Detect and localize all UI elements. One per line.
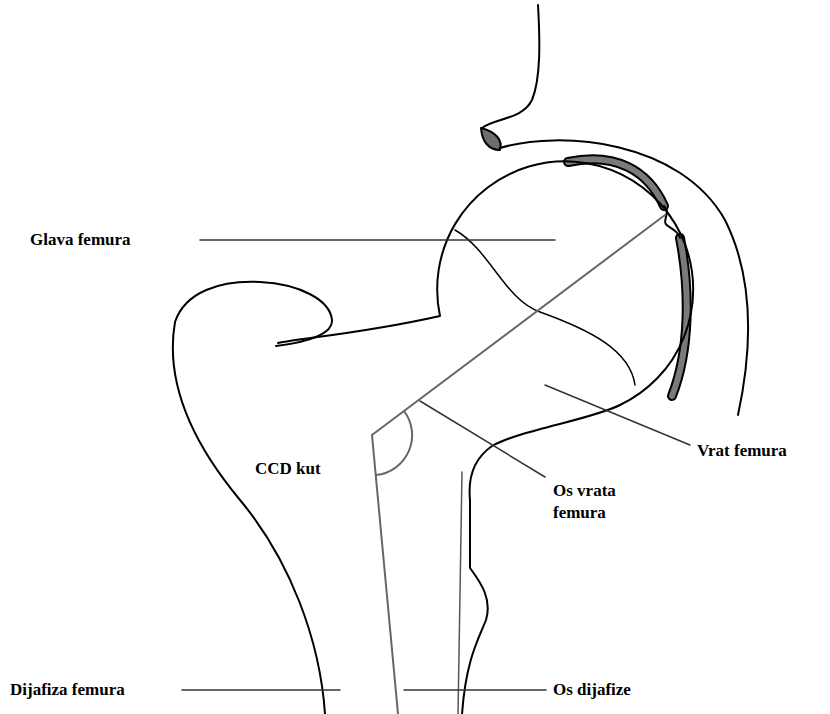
part-label: Vrat femura: [697, 440, 787, 462]
cartilage-band: [568, 159, 664, 206]
neck-axis: [372, 215, 665, 435]
acetabular-lip: [481, 128, 501, 150]
medial-cortex-line: [458, 472, 462, 714]
cartilage-band: [672, 238, 687, 396]
pelvis-outline: [482, 5, 539, 128]
part-label: CCD kut: [255, 458, 321, 480]
leader-line: [420, 401, 545, 477]
cartilage-band: [672, 238, 687, 396]
leader-line: [545, 385, 690, 445]
physeal-line: [455, 230, 635, 385]
part-label: Dijafiza femura: [10, 679, 125, 701]
cartilage-band: [568, 159, 664, 206]
shaft-axis: [372, 435, 398, 714]
leader-line: [404, 689, 546, 691]
femur-outline: [462, 405, 620, 714]
leader-line: [182, 689, 340, 691]
femoral-head-outline: [278, 161, 693, 405]
femur-outline: [173, 282, 332, 714]
ccd-angle-arc: [376, 411, 412, 475]
part-label: Os dijafize: [553, 679, 631, 701]
acetabulum-rim: [500, 140, 748, 415]
leader-line: [200, 239, 555, 241]
part-label: Os vrata femura: [553, 480, 631, 524]
part-label: Glava femura: [30, 229, 131, 251]
